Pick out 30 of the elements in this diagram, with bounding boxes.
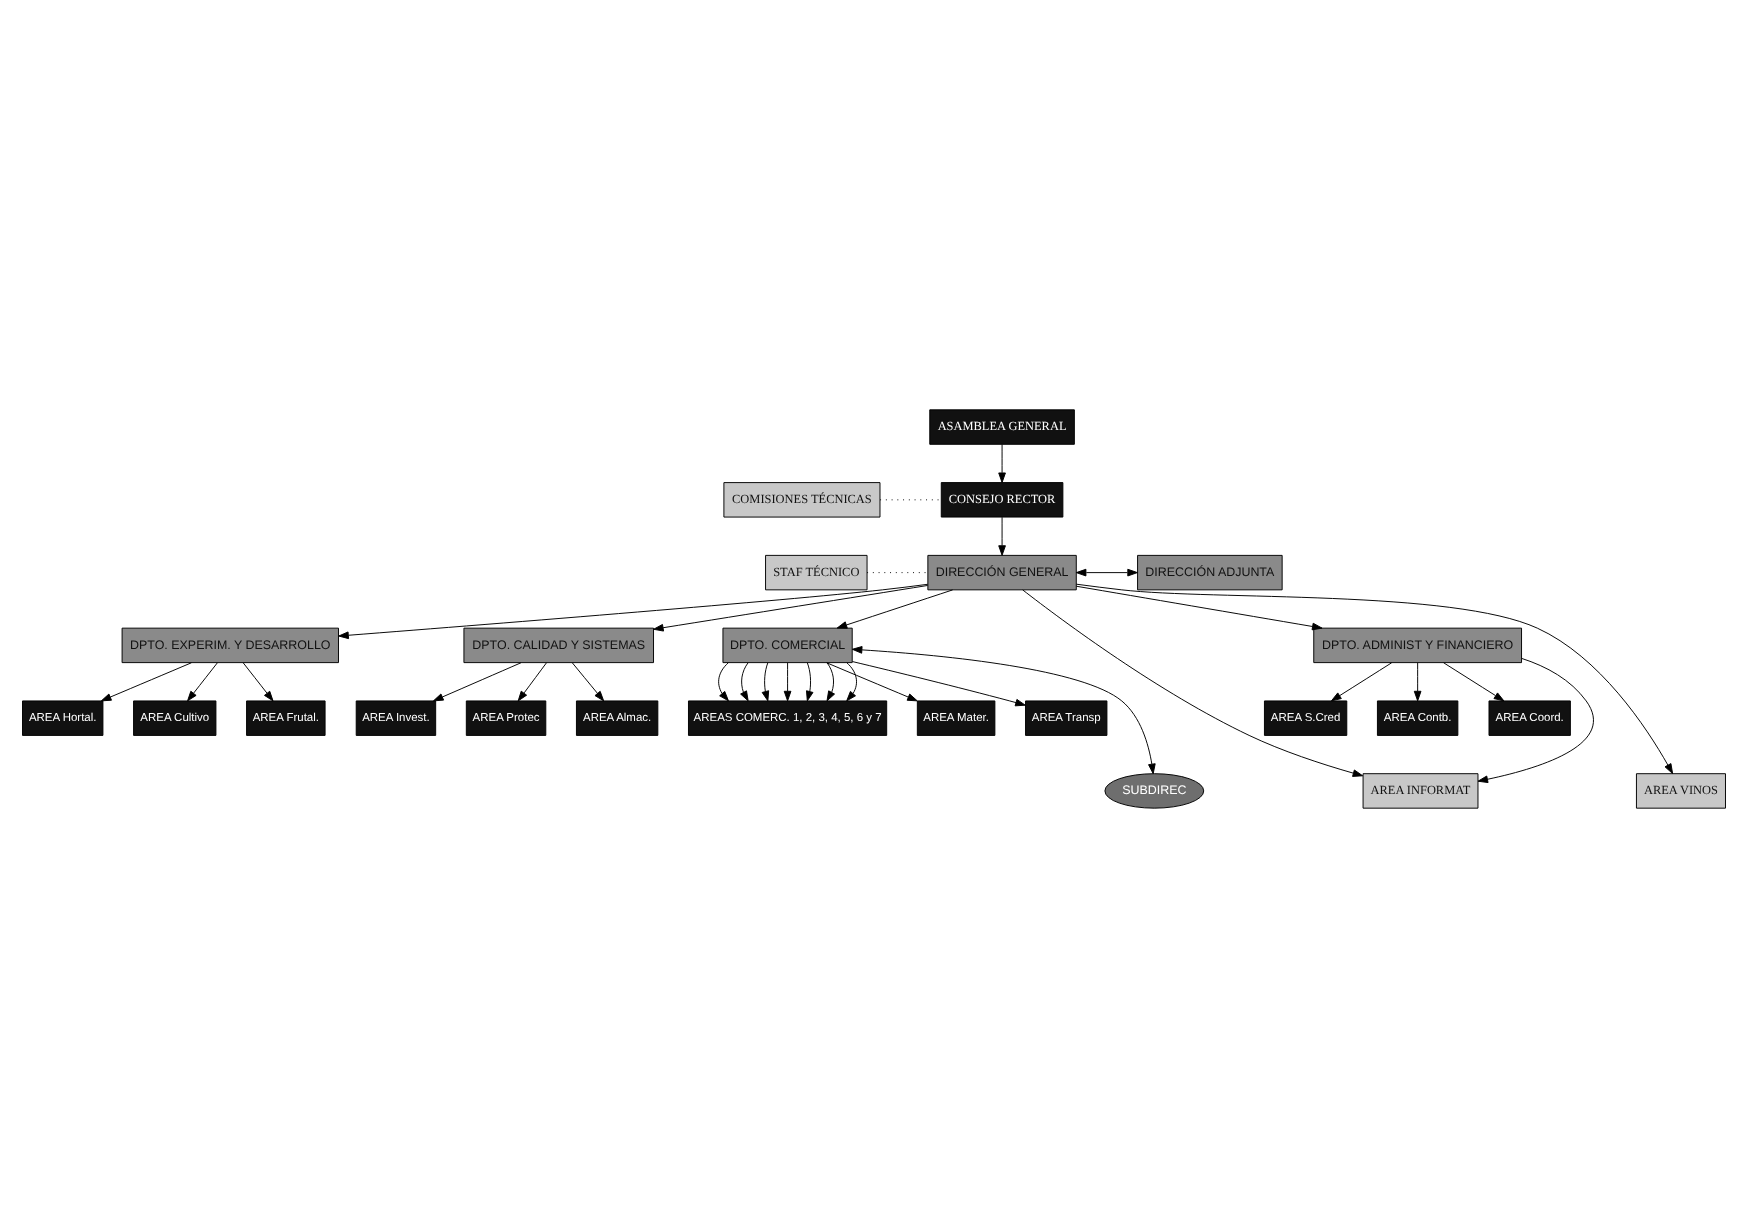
arrow <box>836 589 954 629</box>
arrow <box>433 662 522 702</box>
arrow <box>740 662 749 702</box>
arrow <box>806 662 814 702</box>
arrow <box>1477 657 1594 784</box>
arrow <box>517 662 547 702</box>
arrow <box>783 662 792 702</box>
arrow <box>571 662 605 702</box>
arrow <box>1075 583 1674 775</box>
arrow <box>826 662 918 702</box>
arrow <box>242 662 274 702</box>
arrow <box>653 585 929 632</box>
arrow <box>1022 589 1364 777</box>
arrow <box>1413 662 1422 702</box>
arrow <box>851 661 1026 707</box>
arrow <box>187 662 218 702</box>
arrow <box>1443 662 1505 702</box>
arrow <box>761 662 770 702</box>
arrow <box>1331 662 1393 702</box>
arrow <box>1075 585 1323 631</box>
arrow <box>998 443 1006 484</box>
arrow <box>826 662 836 702</box>
arrow <box>100 662 192 702</box>
arrow <box>718 662 729 702</box>
connector <box>866 572 929 574</box>
arrow <box>1075 568 1138 577</box>
arrow <box>846 662 857 702</box>
arrow <box>851 646 1156 775</box>
arrow <box>998 516 1006 556</box>
arrow <box>338 583 929 640</box>
